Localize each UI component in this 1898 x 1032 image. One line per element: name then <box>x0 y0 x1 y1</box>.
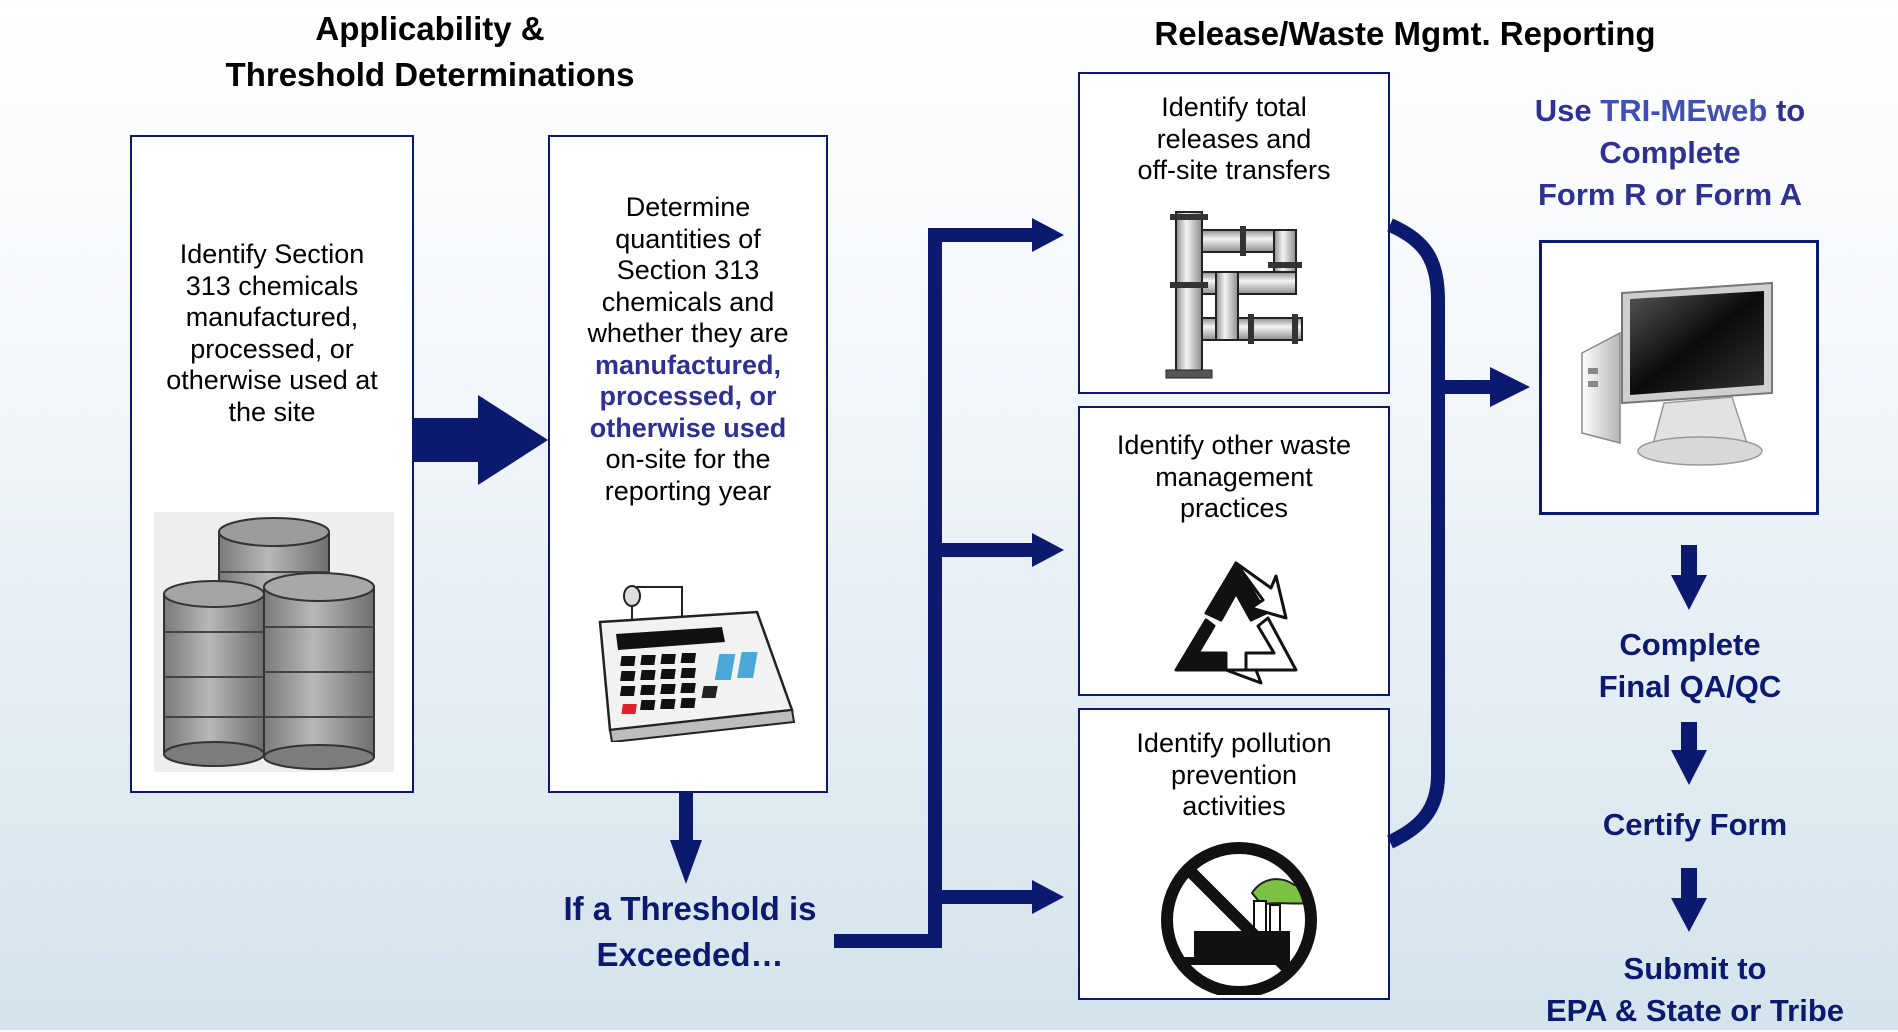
down-arrow-2-head <box>1671 750 1707 785</box>
down-arrow-2-shaft <box>1681 722 1697 754</box>
use-suffix: to <box>1767 93 1806 128</box>
threshold-exceeded-label: If a Threshold is Exceeded… <box>520 886 860 978</box>
text-line: quantities of <box>615 223 761 254</box>
text-line: on-site for the <box>605 444 771 474</box>
computer-icon <box>1572 273 1792 483</box>
text-line: Certify Form <box>1602 807 1788 842</box>
recycle-icon <box>1166 558 1306 688</box>
box-releases-text: Identify total releases and off-site tra… <box>1080 92 1388 187</box>
highlight-text: otherwise used <box>589 412 787 443</box>
box-computer <box>1539 240 1819 515</box>
barrels-icon <box>154 512 394 772</box>
tri-meweb-product-name: TRI-MEweb <box>1600 93 1768 128</box>
highlight-text: processed, or <box>599 381 777 411</box>
step-submit: Submit to EPA & State or Tribe <box>1500 948 1890 1032</box>
no-pollution-icon <box>1154 835 1324 998</box>
use-tri-meweb-label: Use TRI-MEweb to Complete Form R or Form… <box>1470 90 1870 216</box>
branch-to-releases-head <box>1032 218 1064 252</box>
box-waste-management-text: Identify other waste management practice… <box>1080 430 1388 525</box>
step-certify-form: Certify Form <box>1540 804 1850 846</box>
heading-applicability: Applicability & Threshold Determinations <box>150 6 710 98</box>
box-identify-chemicals: Identify Section 313 chemicals manufactu… <box>130 135 414 793</box>
branch-to-pollution-head <box>1032 880 1064 914</box>
text-line: 313 chemicals <box>185 270 359 301</box>
highlight-text: manufactured, <box>594 349 782 380</box>
text-line: EPA & State or Tribe <box>1545 993 1844 1028</box>
step-final-qa-qc: Complete Final QA/QC <box>1540 624 1840 708</box>
box-pollution-prevention-text: Identify pollution prevention activities <box>1080 728 1388 823</box>
text-line: prevention <box>1170 759 1298 790</box>
branch-vertical-line <box>928 230 942 948</box>
text-line: Identify other waste <box>1116 430 1352 460</box>
text-line: Form R or Form A <box>1537 177 1803 212</box>
text-line: management <box>1155 461 1313 492</box>
threshold-down-shaft <box>679 793 693 843</box>
text-line: releases and <box>1156 123 1312 154</box>
pipes-icon <box>1156 202 1316 382</box>
text-line: whether they are <box>587 318 789 348</box>
box-identify-chemicals-text: Identify Section 313 chemicals manufactu… <box>132 239 412 428</box>
text-line: Section 313 <box>616 255 760 285</box>
text-line: Complete <box>1619 627 1761 662</box>
text-line: otherwise used at <box>166 365 378 395</box>
text-line: reporting year <box>604 475 772 506</box>
box-releases: Identify total releases and off-site tra… <box>1078 72 1390 394</box>
bracket-to-computer-head <box>1490 367 1530 407</box>
text-line: If a Threshold is <box>563 890 817 927</box>
box-determine-quantities: Determine quantities of Section 313 chem… <box>548 135 828 793</box>
box-pollution-prevention: Identify pollution prevention activities <box>1078 708 1390 1000</box>
text-line: the site <box>228 396 316 427</box>
branch-to-waste-head <box>1032 533 1064 567</box>
text-line: practices <box>1179 493 1289 523</box>
text-line: Identify Section <box>179 239 365 269</box>
bracket-curve <box>1386 218 1445 849</box>
threshold-to-branch-line <box>834 934 942 948</box>
threshold-down-head <box>670 840 702 884</box>
text-line: manufactured, <box>185 302 359 332</box>
text-line: off-site transfers <box>1137 155 1331 185</box>
use-prefix: Use <box>1534 93 1601 128</box>
heading-applicability-line2: Threshold Determinations <box>225 56 635 93</box>
box-determine-quantities-text: Determine quantities of Section 313 chem… <box>550 192 826 507</box>
branch-to-releases <box>928 228 1038 242</box>
text-line: Complete <box>1599 135 1741 170</box>
text-line: Identify pollution <box>1136 728 1332 758</box>
calculator-icon <box>572 582 802 744</box>
box-waste-management: Identify other waste management practice… <box>1078 406 1390 696</box>
text-line: Exceeded… <box>596 936 784 973</box>
heading-applicability-line1: Applicability & <box>315 10 545 47</box>
text-line: Submit to <box>1623 951 1767 986</box>
text-line: processed, or <box>190 333 354 364</box>
text-line: Determine <box>625 192 751 222</box>
branch-to-pollution <box>928 890 1038 904</box>
heading-release-waste: Release/Waste Mgmt. Reporting <box>1154 15 1656 52</box>
main-arrow <box>414 395 548 485</box>
text-line: Identify total <box>1161 92 1307 122</box>
down-arrow-1-shaft <box>1681 545 1697 580</box>
down-arrow-3-shaft <box>1681 868 1697 902</box>
text-line: Final QA/QC <box>1598 669 1782 704</box>
bracket-to-computer-line <box>1432 380 1496 394</box>
down-arrow-1-head <box>1671 575 1707 610</box>
text-line: activities <box>1182 791 1286 821</box>
branch-to-waste <box>928 543 1038 557</box>
down-arrow-3-head <box>1671 898 1707 932</box>
text-line: chemicals and <box>601 286 775 317</box>
